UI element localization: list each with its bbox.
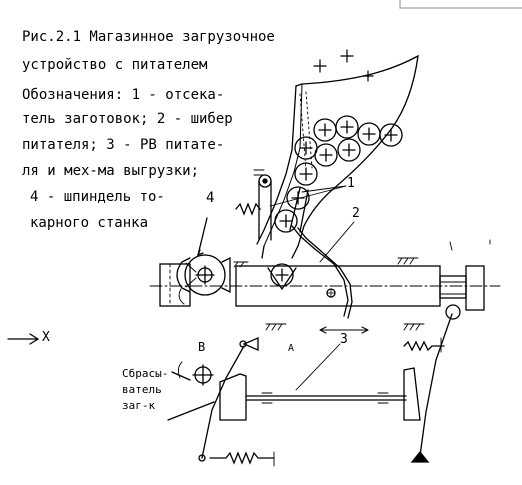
legend-line: питателя; 3 - РВ питате- [22, 137, 225, 153]
workpiece [274, 209, 298, 233]
callout-3: 3 [340, 332, 348, 347]
ejector-label-line2: ватель [122, 383, 162, 396]
callout-1-leader [269, 185, 347, 207]
spindle-chuck [176, 257, 191, 293]
workpiece [314, 143, 338, 167]
left-bottom-spring [209, 451, 275, 465]
workpiece [313, 118, 337, 142]
figure-title-line2: устройство с питателем [22, 57, 208, 73]
cylinder-cap [465, 265, 485, 311]
ejector-label-line1: Сбрасы- [122, 367, 169, 380]
cutoff-arm-2 [299, 189, 309, 233]
hopper-inner-wall-2 [263, 83, 303, 247]
workpieces [270, 115, 403, 287]
cutoff-arm-1 [289, 187, 301, 231]
tick-mark [449, 241, 453, 251]
cylinder-block [439, 275, 467, 299]
spindle [176, 217, 231, 305]
workpiece [294, 136, 318, 160]
cam-right [403, 367, 421, 421]
v-block [267, 267, 297, 291]
slide-frame [149, 239, 501, 334]
legend-line: 4 - шпиндель то- [30, 189, 165, 205]
callout-4: 4 [206, 190, 215, 206]
spindle-pointer-4 [197, 217, 208, 256]
spindle-motion [178, 288, 185, 305]
x-axis-label: X [42, 330, 50, 345]
x-axis-arrow [7, 333, 40, 345]
cutoff-mechanism [235, 169, 309, 241]
callout-2: 2 [352, 206, 360, 221]
lever-left [201, 345, 245, 459]
figure-title-line1: Рис.2.1 Магазинное загрузочное [22, 29, 275, 45]
ejector-leader [167, 371, 215, 421]
stroke-arrow [319, 326, 369, 334]
cutoff-spring [235, 202, 262, 216]
left-top-pivot [242, 337, 259, 351]
callout-2-leader [319, 221, 355, 263]
cutoff-bracket [253, 169, 265, 176]
label-a: A [288, 343, 295, 354]
workpiece [379, 123, 403, 147]
callout-3-leader [295, 343, 341, 391]
ground-hatch-right [403, 323, 425, 331]
legend-line: Обозначения: 1 - отсека- [22, 87, 225, 103]
cutoff-lever [258, 180, 272, 241]
workpiece-ejector [167, 361, 215, 421]
workpiece [337, 138, 361, 162]
workpiece [335, 115, 359, 139]
ejector-label-line3: заг-к [122, 399, 156, 412]
ground-hatch-top [397, 257, 419, 265]
feeder-link [291, 225, 349, 317]
feeder-link-2 [297, 227, 353, 319]
legend-line: карного станка [30, 215, 149, 231]
distribution-shaft [198, 304, 461, 467]
cam-left [219, 373, 247, 421]
shaft-coupling-right [377, 392, 389, 404]
feeder-gate [267, 225, 353, 319]
hopper-magazine [256, 54, 419, 259]
legend-line: тель заготовок; 2 - шибер [22, 111, 233, 127]
legend-line: ля и мех-ма выгрузки; [22, 163, 200, 179]
lever-right [419, 313, 453, 457]
hopper-outlet [261, 225, 305, 259]
shaft-coupling-left [261, 392, 273, 404]
cylinder-lines [439, 281, 467, 295]
hopper-inner-wall [256, 85, 297, 245]
label-b: B [198, 340, 206, 354]
right-spring [403, 340, 445, 352]
right-pivot-top [445, 304, 461, 320]
callout-1: 1 [347, 176, 355, 191]
workpiece [357, 122, 381, 146]
shaft [245, 395, 407, 401]
ground-hatch-top-left [233, 261, 249, 268]
workpiece-in-feeder [270, 263, 294, 287]
ground-hatch-left [265, 323, 287, 331]
bed-left-block [159, 263, 191, 307]
workpiece [294, 162, 318, 186]
right-pivot-base [410, 450, 430, 463]
